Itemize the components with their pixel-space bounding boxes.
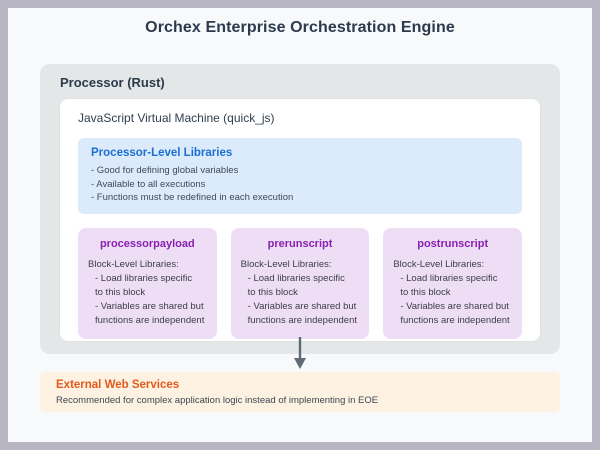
block-line: to this block — [400, 286, 451, 298]
down-arrow-icon — [294, 337, 306, 369]
block-line: Block-Level Libraries: — [393, 258, 485, 270]
external-web-services-title: External Web Services — [56, 379, 180, 391]
block-line: Block-Level Libraries: — [88, 258, 179, 270]
processor-level-libraries-box: Processor-Level Libraries - Good for def… — [78, 138, 522, 214]
processor-level-bullet: - Available to all executions — [91, 178, 206, 190]
processor-box: Processor (Rust) JavaScript Virtual Mach… — [40, 64, 560, 354]
block-prerunscript: prerunscript Block-Level Libraries: - Lo… — [230, 227, 370, 339]
jvm-label: JavaScript Virtual Machine (quick_js) — [78, 111, 275, 125]
block-body: Block-Level Libraries: - Load libraries … — [88, 258, 207, 328]
block-line: to this block — [247, 286, 298, 298]
block-line: functions are independent — [400, 314, 510, 326]
block-line: Block-Level Libraries: — [240, 258, 332, 270]
diagram-card: Orchex Enterprise Orchestration Engine P… — [8, 8, 592, 442]
external-web-services-description: Recommended for complex application logi… — [56, 395, 379, 406]
block-line: functions are independent — [247, 314, 358, 326]
jvm-box: JavaScript Virtual Machine (quick_js) Pr… — [60, 99, 540, 341]
processor-level-libraries-title: Processor-Level Libraries — [91, 147, 233, 159]
block-postrunscript: postrunscript Block-Level Libraries: - L… — [383, 227, 523, 339]
block-line: - Variables are shared but — [95, 300, 204, 312]
block-line: - Load libraries specific — [247, 272, 345, 284]
block-line: - Load libraries specific — [400, 272, 498, 284]
block-body: Block-Level Libraries: - Load libraries … — [393, 258, 512, 328]
block-line: - Load libraries specific — [95, 272, 193, 284]
block-body: Block-Level Libraries: - Load libraries … — [241, 258, 360, 328]
block-line: to this block — [95, 286, 146, 298]
external-web-services-box: External Web Services Recommended for co… — [40, 372, 560, 412]
block-level-row: processorpayload Block-Level Libraries: … — [78, 227, 523, 339]
block-line: - Variables are shared but — [400, 300, 509, 312]
processor-level-bullet: - Functions must be redefined in each ex… — [91, 192, 294, 203]
processor-label: Processor (Rust) — [60, 75, 165, 90]
block-title: prerunscript — [267, 237, 333, 250]
block-line: functions are independent — [95, 314, 205, 326]
block-processorpayload: processorpayload Block-Level Libraries: … — [78, 227, 217, 339]
block-title: processorpayload — [99, 237, 195, 250]
block-line: - Variables are shared but — [247, 300, 357, 312]
processor-level-bullet: - Good for defining global variables — [91, 165, 239, 176]
block-title: postrunscript — [417, 237, 489, 250]
page-title: Orchex Enterprise Orchestration Engine — [145, 19, 455, 36]
